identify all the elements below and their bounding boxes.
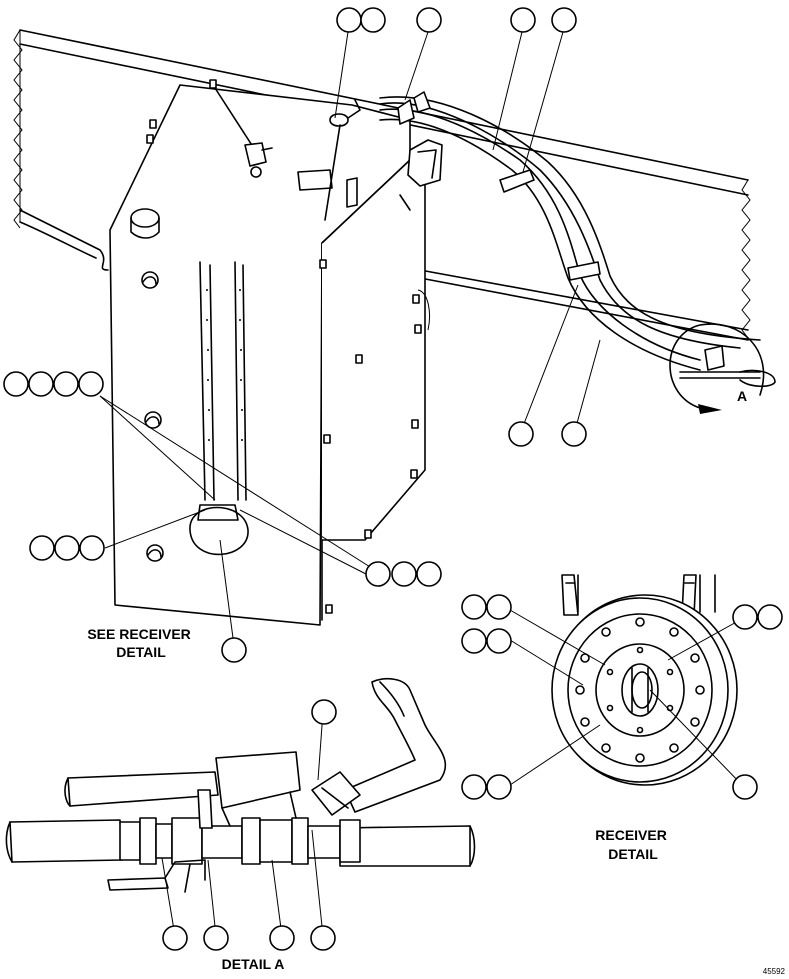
tank-assembly	[109, 79, 443, 626]
tank-fittings	[141, 271, 164, 562]
callout-bubbles	[3, 7, 783, 951]
view-indicator-a: A	[669, 323, 765, 414]
detail-a-fittings	[119, 817, 361, 865]
hose-routing	[379, 91, 776, 388]
receiver-detail-title: RECEIVER DETAIL	[595, 827, 670, 862]
detail-a-title: DETAIL A	[222, 956, 285, 972]
frame-rail	[13, 29, 751, 341]
detail-a: DETAIL A	[5, 677, 476, 972]
view-arrow-label: A	[737, 388, 747, 404]
receiver-detail: RECEIVER DETAIL	[551, 574, 738, 862]
see-receiver-detail-label: SEE RECEIVER DETAIL	[87, 626, 194, 660]
figure-number: 45592	[763, 967, 786, 976]
receiver-bolts	[575, 617, 705, 763]
leader-lines	[99, 31, 745, 937]
